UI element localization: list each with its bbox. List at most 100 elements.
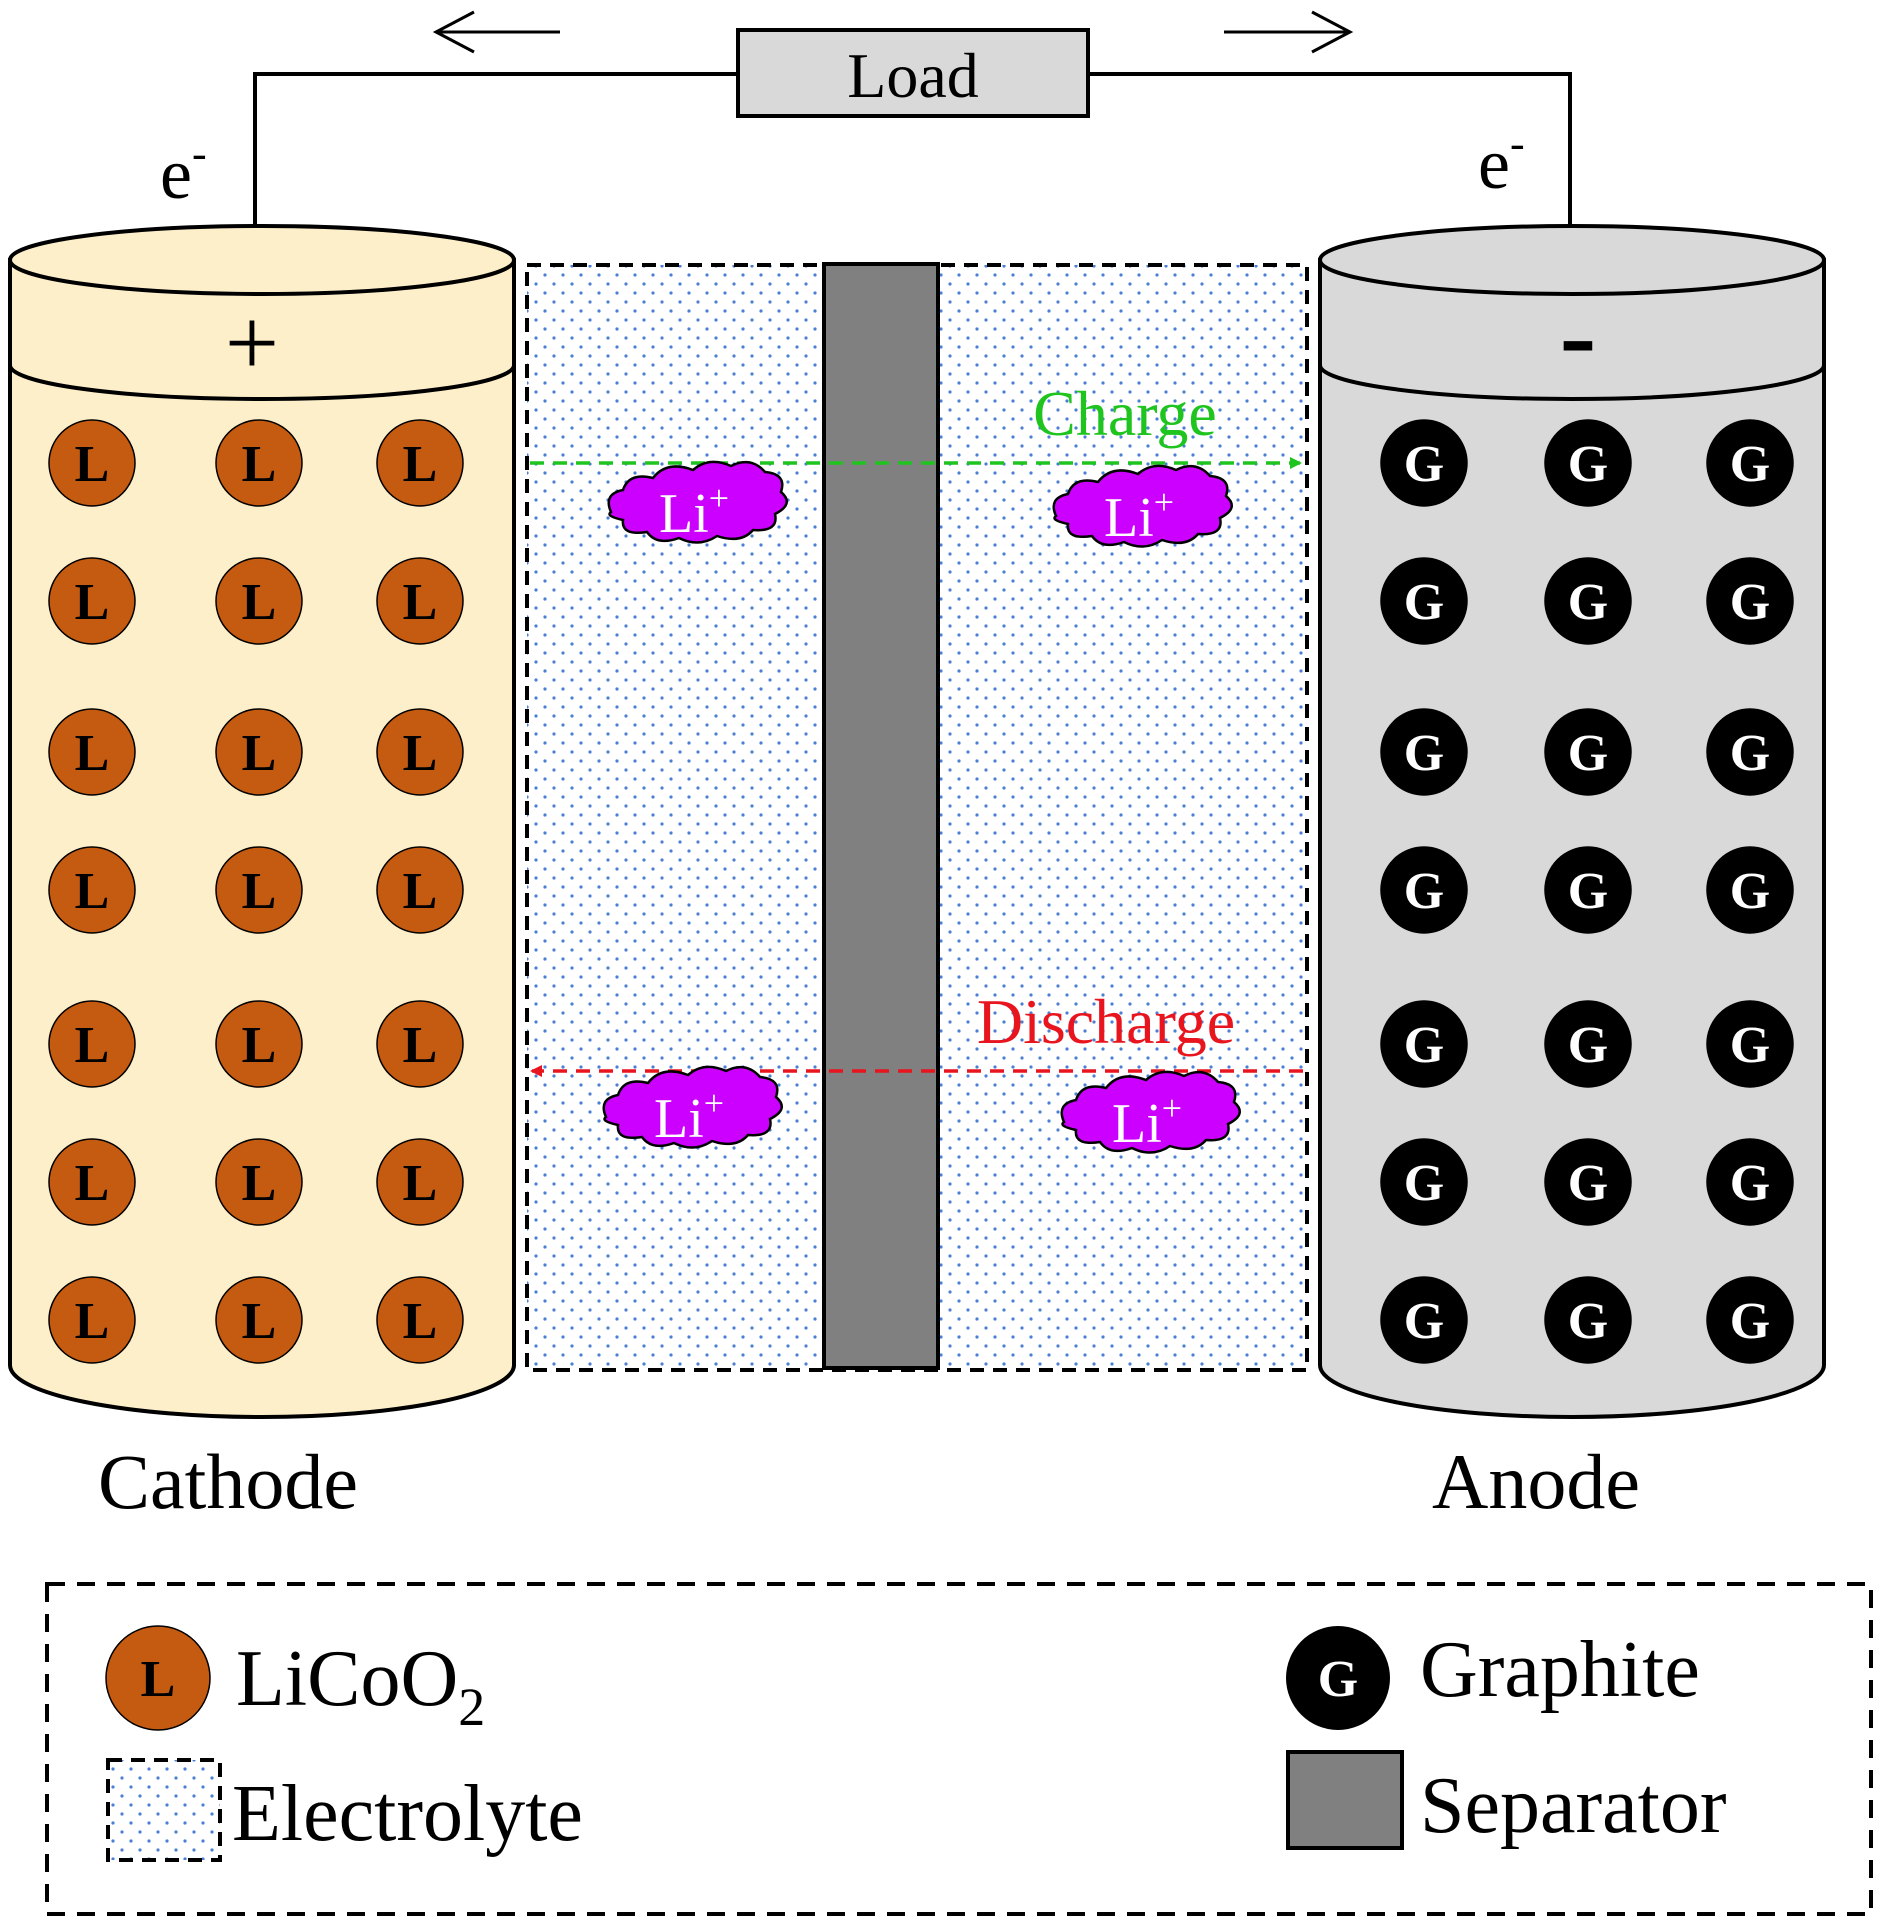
anode-particle-letter: G — [1568, 436, 1608, 493]
cathode-particle: L — [48, 708, 136, 796]
anode-particle-circle — [1544, 846, 1632, 934]
anode-electron-sup: - — [1510, 119, 1525, 168]
lithium-ion-label: Li+ — [654, 1083, 724, 1150]
cathode-particle-circle — [376, 1276, 464, 1364]
charge-label: Charge — [1033, 378, 1217, 449]
anode-particle-circle — [1544, 1000, 1632, 1088]
cathode-particle: L — [48, 1276, 136, 1364]
anode-particle-letter: G — [1568, 574, 1608, 631]
cathode-particle: L — [376, 419, 464, 507]
legend-graphite-swatch — [1286, 1626, 1390, 1730]
electron-flow-arrow-left — [432, 10, 560, 54]
cathode-electron-base: e — [160, 134, 192, 214]
legend-electrolyte-swatch — [106, 1758, 222, 1862]
anode-particle: G — [1706, 846, 1794, 934]
anode-particle: G — [1544, 1000, 1632, 1088]
legend-electrolyte-label: Electrolyte — [232, 1770, 583, 1858]
lithium-ion-sup: + — [704, 1083, 724, 1123]
lithium-ion-label: Li+ — [1112, 1088, 1182, 1155]
lithium-ion-cloud — [607, 460, 788, 544]
cathode-body — [8, 258, 516, 1419]
anode-particle: G — [1380, 846, 1468, 934]
anode-cap-divider — [1318, 364, 1826, 401]
cathode-particle-letter: L — [75, 863, 110, 920]
cathode-particle: L — [215, 419, 303, 507]
cathode-particle-circle — [376, 557, 464, 645]
anode-particle: G — [1706, 419, 1794, 507]
legend-separator-label: Separator — [1420, 1762, 1727, 1850]
anode-particle-circle — [1380, 846, 1468, 934]
anode-particle-circle — [1380, 1276, 1468, 1364]
cathode-particle-circle — [376, 1138, 464, 1226]
cathode-particle-circle — [215, 1000, 303, 1088]
anode-particle: G — [1380, 1138, 1468, 1226]
cathode-particle: L — [215, 557, 303, 645]
cathode-particle-letter: L — [403, 1017, 438, 1074]
anode-particle-circle — [1544, 419, 1632, 507]
cathode-particle-letter: L — [75, 725, 110, 782]
cathode-particle: L — [376, 1276, 464, 1364]
anode-top — [1318, 224, 1826, 296]
legend: L LiCoO2 Electrolyte G Graphite Separato… — [45, 1582, 1873, 1916]
cathode-particle: L — [376, 1138, 464, 1226]
cathode-particle-circle — [215, 1138, 303, 1226]
lithium-ion-cloud — [602, 1065, 783, 1149]
anode-particle: G — [1544, 708, 1632, 796]
anode-particle-circle — [1706, 419, 1794, 507]
anode-particle: G — [1706, 557, 1794, 645]
anode-particle-circle — [1706, 708, 1794, 796]
cathode-particle-letter: L — [75, 1017, 110, 1074]
cathode-particle-letter: L — [75, 574, 110, 631]
legend-licoo2-sub: 2 — [458, 1677, 485, 1737]
circuit-wire-left — [253, 72, 740, 265]
anode-particle-circle — [1706, 1138, 1794, 1226]
anode-electron-label: e- — [1478, 119, 1525, 204]
legend-separator: Separator — [1286, 1750, 1727, 1850]
cathode-cap-divider — [8, 364, 516, 401]
discharge-flow: Discharge — [530, 986, 1303, 1077]
anode-particle-letter: G — [1404, 1293, 1444, 1350]
anode-particle: G — [1544, 557, 1632, 645]
anode-particle: G — [1544, 419, 1632, 507]
anode-particle-circle — [1380, 1138, 1468, 1226]
charge-flow: Charge — [530, 378, 1302, 469]
lithium-ion-label: Li+ — [1104, 482, 1174, 549]
anode-particle-circle — [1380, 419, 1468, 507]
cathode-particle-letter: L — [403, 1293, 438, 1350]
anode-particle-circle — [1380, 557, 1468, 645]
cathode-electron-label: e- — [160, 129, 207, 214]
cathode-particle: L — [215, 1000, 303, 1088]
cathode-top — [8, 224, 516, 296]
anode-particle-letter: G — [1404, 725, 1444, 782]
cathode-particle-letter: L — [403, 1155, 438, 1212]
anode-particle-circle — [1706, 1000, 1794, 1088]
cathode-particle-circle — [48, 1000, 136, 1088]
anode-particle-letter: G — [1730, 863, 1770, 920]
cathode-particle-circle — [48, 708, 136, 796]
lithium-ion-base: Li — [1112, 1093, 1162, 1155]
anode-particle-letter: G — [1568, 1155, 1608, 1212]
lithium-ion-sup: + — [709, 478, 729, 518]
legend-graphite: G Graphite — [1286, 1626, 1700, 1730]
anode-particle-letter: G — [1404, 863, 1444, 920]
cathode-particle-letter: L — [242, 863, 277, 920]
electron-flow-arrow-right — [1224, 10, 1354, 54]
cathode-electron-sup: - — [192, 129, 207, 178]
lithium-ion-base: Li — [1104, 487, 1154, 549]
cathode-particle: L — [215, 1276, 303, 1364]
anode-particle: G — [1706, 1000, 1794, 1088]
cathode-particle: L — [376, 1000, 464, 1088]
anode-particle: G — [1380, 708, 1468, 796]
cathode-particle-circle — [48, 1276, 136, 1364]
anode-particle-letter: G — [1730, 725, 1770, 782]
cathode-particle: L — [376, 846, 464, 934]
anode-particle-circle — [1380, 1000, 1468, 1088]
anode-body — [1318, 258, 1826, 1419]
anode-particle-letter: G — [1730, 574, 1770, 631]
lithium-ion-sup: + — [1162, 1088, 1182, 1128]
cathode-particle: L — [376, 708, 464, 796]
anode-particle-letter: G — [1730, 436, 1770, 493]
